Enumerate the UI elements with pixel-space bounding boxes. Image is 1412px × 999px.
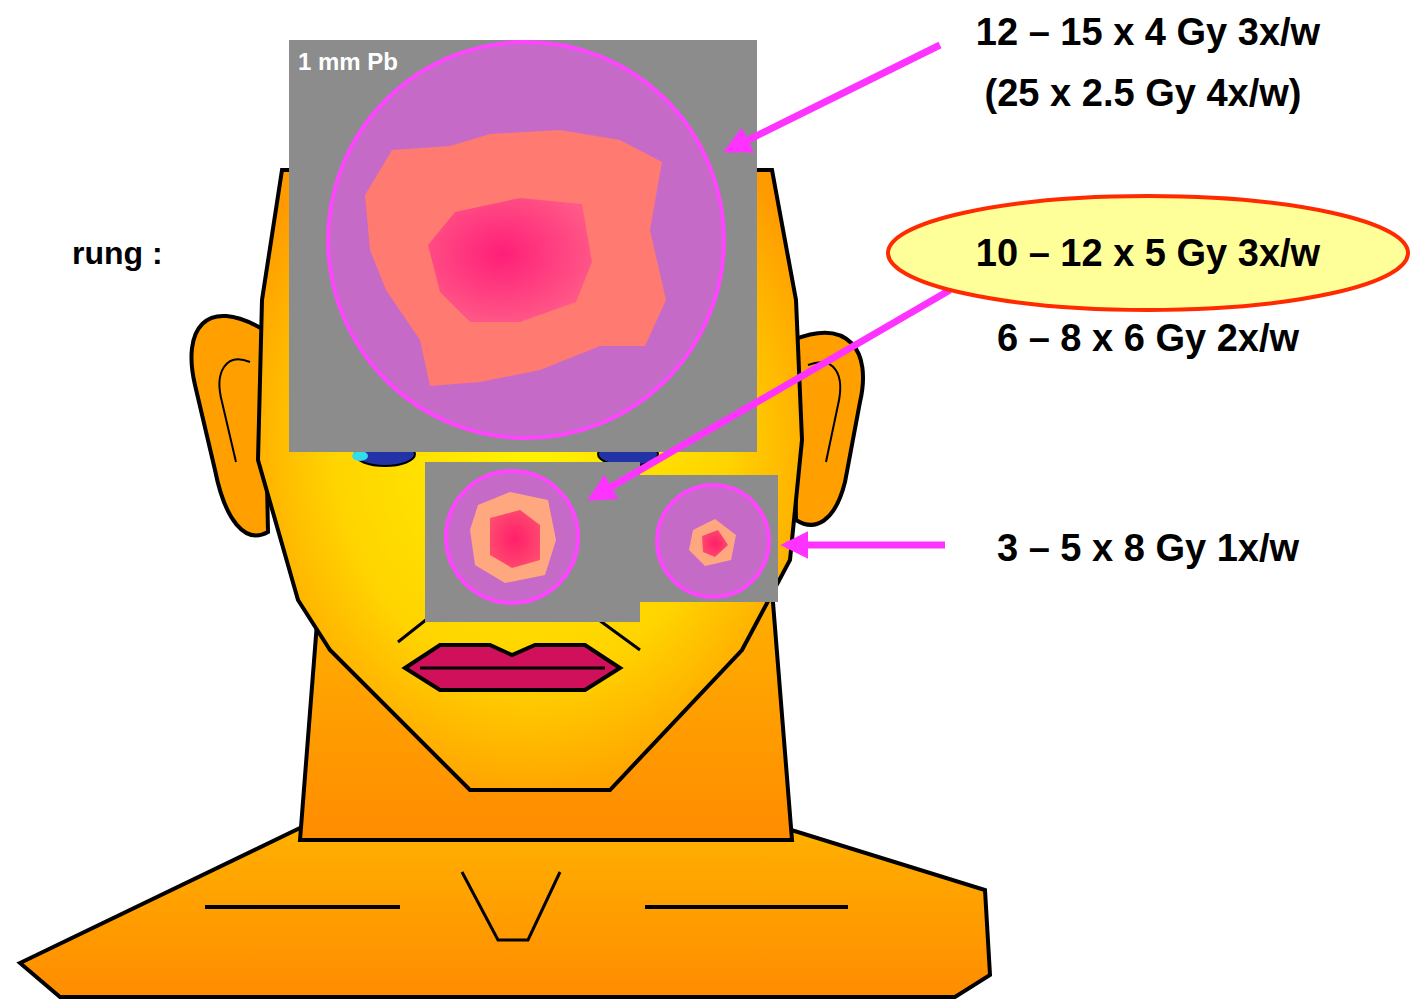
tumor-core xyxy=(428,198,592,322)
left-ear-line xyxy=(220,359,250,462)
tumor-lesion xyxy=(470,492,556,583)
sternal-notch xyxy=(462,872,560,940)
dose-scheme: 3 – 5 x 8 Gy 1x/w xyxy=(997,527,1299,570)
mouth xyxy=(405,645,620,690)
cut-heading: rung : xyxy=(72,235,163,272)
dose-scheme: 6 – 8 x 6 Gy 2x/w xyxy=(997,317,1299,360)
radiation-field xyxy=(446,471,578,603)
tumor-lesion xyxy=(365,130,666,386)
radiation-field xyxy=(328,42,724,438)
leader-arrow xyxy=(592,290,950,498)
clavicle-lines xyxy=(205,905,848,909)
tumor-core xyxy=(490,510,540,568)
radiation-field xyxy=(657,485,769,597)
shield-label: 1 mm Pb xyxy=(298,48,757,76)
tumor-core xyxy=(702,530,728,557)
ellipse-shape xyxy=(888,196,1408,310)
highlight-ellipse: 10 – 12 x 5 Gy 3x/w xyxy=(886,194,1410,312)
dose-scheme: 12 – 15 x 4 Gy 3x/w xyxy=(976,11,1320,54)
shoulders xyxy=(20,828,990,997)
leader-arrow xyxy=(728,45,940,150)
dose-scheme: 10 – 12 x 5 Gy 3x/w xyxy=(976,232,1320,275)
leader-arrow xyxy=(786,542,945,549)
lead-shield: 1 mm Pb xyxy=(289,40,757,452)
lead-shield xyxy=(640,475,778,602)
left-ear xyxy=(191,316,268,535)
eye-highlight xyxy=(352,451,368,461)
tumor-lesion xyxy=(689,519,736,566)
right-ear-line xyxy=(808,362,840,462)
lip-line xyxy=(420,667,605,670)
lead-shield xyxy=(289,40,757,452)
dose-scheme-alt: (25 x 2.5 Gy 4x/w) xyxy=(985,72,1302,115)
